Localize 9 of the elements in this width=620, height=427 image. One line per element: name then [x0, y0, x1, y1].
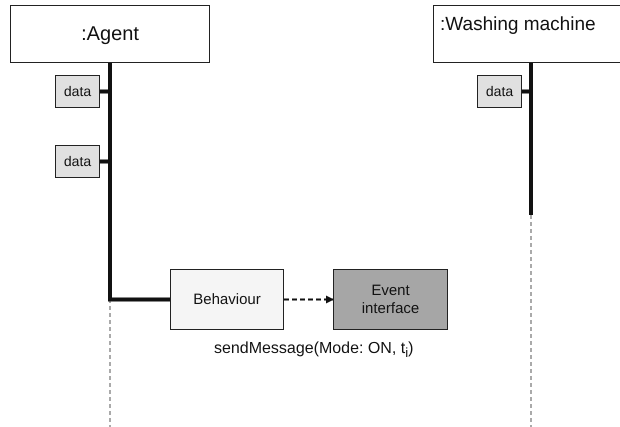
- arrow: [284, 296, 334, 304]
- process-box: Event interface: [333, 269, 448, 330]
- message-label: sendMessage(Mode: ON, t$_{i}$): [214, 340, 414, 360]
- process-box: data: [55, 145, 100, 178]
- lifeline-head-box: :Washing machine: [433, 5, 620, 63]
- process-box: data: [55, 75, 100, 108]
- process-box: Behaviour: [170, 269, 284, 330]
- process-box: data: [477, 75, 522, 108]
- lifeline-head-box: :Agent: [10, 5, 210, 63]
